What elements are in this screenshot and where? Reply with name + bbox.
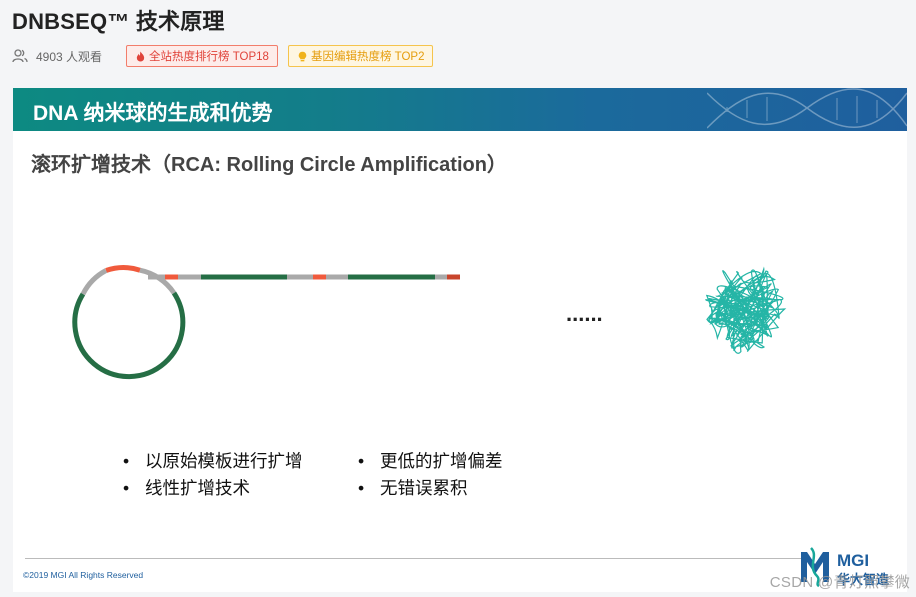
list-item: •线性扩增技术 xyxy=(123,478,250,498)
dna-helix-decoration xyxy=(707,88,907,129)
view-count: 4903 人观看 xyxy=(12,48,102,65)
list-item: •无错误累积 xyxy=(358,478,468,498)
mgi-logo: MGI 华大智造 xyxy=(801,547,890,588)
mgi-logo-subtitle: 华大智造 xyxy=(837,572,890,588)
rca-diagram: ...... xyxy=(72,265,787,380)
copyright-text: ©2019 MGI All Rights Reserved xyxy=(23,570,144,580)
mgi-logo-name: MGI xyxy=(837,551,869,570)
footer-divider xyxy=(25,558,805,559)
bullet-list-left: •以原始模板进行扩增 •线性扩增技术 xyxy=(123,448,303,502)
meta-row: 4903 人观看 全站热度排行榜 TOP18 基因编辑热度榜 TOP2 xyxy=(12,44,434,68)
user-icon xyxy=(12,49,28,63)
list-item: •更低的扩增偏差 xyxy=(358,451,503,471)
rank-badge-gene-editing-label: 基因编辑热度榜 TOP2 xyxy=(310,51,425,63)
flame-icon xyxy=(136,50,145,62)
circular-template xyxy=(72,265,186,380)
slide-title: DNA 纳米球的生成和优势 xyxy=(33,102,273,125)
view-count-text: 4903 人观看 xyxy=(36,49,103,64)
dna-nanoball xyxy=(705,266,787,354)
rank-badge-gene-editing[interactable]: 基因编辑热度榜 TOP2 xyxy=(287,45,434,67)
page-title: DNBSEQ™ 技术原理 xyxy=(12,9,225,34)
ellipsis-text: ...... xyxy=(566,301,603,326)
slide: DNA 纳米球的生成和优势 滚环扩增技术（RCA: Rolling Circle… xyxy=(13,88,907,592)
lightbulb-icon xyxy=(298,51,307,61)
rank-badge-site-label: 全站热度排行榜 TOP18 xyxy=(149,51,269,63)
watermark: CSDN @青灯照攀微 xyxy=(769,574,910,591)
bullet-list-right: •更低的扩增偏差 •无错误累积 xyxy=(358,448,503,502)
list-item: •以原始模板进行扩增 xyxy=(123,451,303,471)
rank-badge-site[interactable]: 全站热度排行榜 TOP18 xyxy=(126,45,278,67)
nanoball-strand xyxy=(705,266,787,354)
section-title: 滚环扩增技术（RCA: Rolling Circle Amplification… xyxy=(31,154,507,176)
slide-header: DNA 纳米球的生成和优势 xyxy=(13,88,907,131)
